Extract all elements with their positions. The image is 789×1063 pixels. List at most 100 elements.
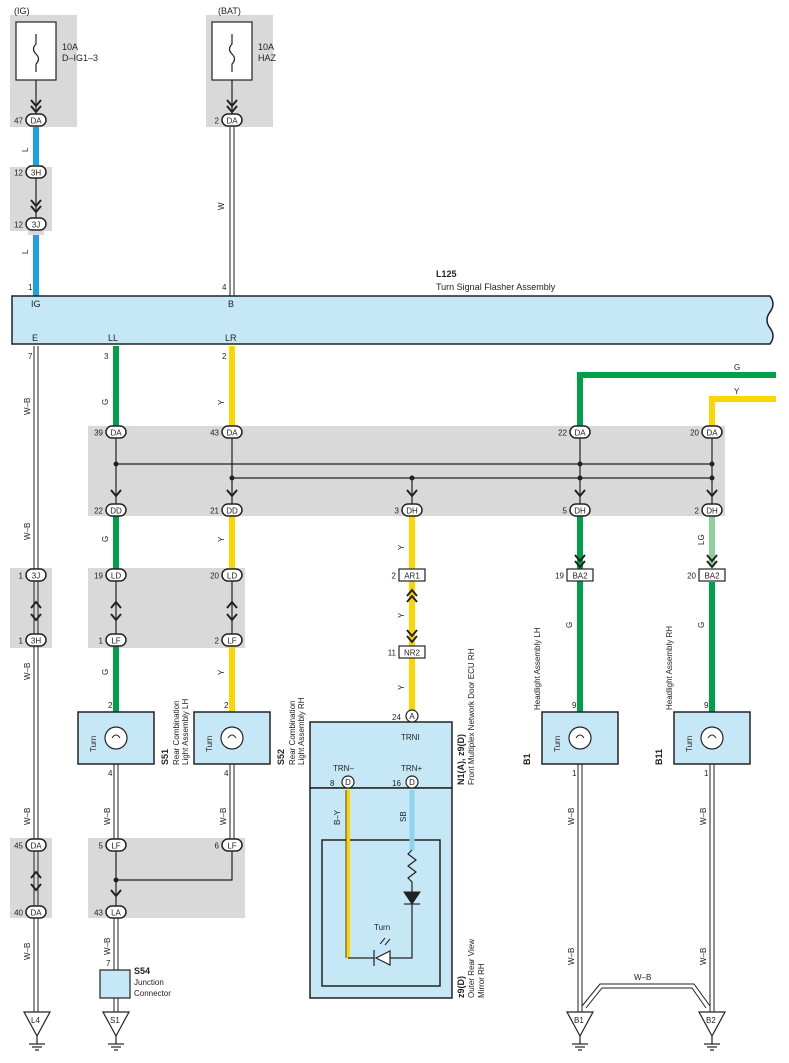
s51-line1: Rear Combination — [172, 701, 181, 765]
s51-label: Turn — [89, 736, 98, 752]
badge-3j-1: 3J1 — [19, 568, 47, 582]
s54-id: S54 — [134, 966, 150, 976]
s52-pin-bot: 4 — [224, 769, 229, 778]
badge-ba2-19-conn: BA2 — [572, 572, 588, 581]
b1-bulb-icon — [568, 726, 592, 750]
badge-dh-3-pin: 3 — [395, 507, 400, 516]
ground-l4: L4 — [22, 1011, 52, 1051]
badge-da-45-pin: 45 — [14, 842, 23, 851]
b1-id: B1 — [522, 753, 532, 765]
s54-pin: 7 — [106, 959, 111, 968]
badge-ld-19-pin: 19 — [94, 572, 103, 581]
wire-label-lg: LG — [697, 534, 706, 545]
s51-line2: Light Assembly LH — [181, 699, 190, 765]
fuse-bat-name: HAZ — [258, 53, 277, 63]
badge-lf-5-conn: LF — [111, 842, 120, 851]
wire-g-right — [577, 372, 776, 430]
n1-term-top: TRNI — [401, 733, 420, 742]
wire-label-y-right: Y — [734, 387, 740, 396]
wire-label-y-trni-3: Y — [397, 684, 406, 690]
badge-dh-5-pin: 5 — [563, 507, 568, 516]
s51-bulb-icon — [104, 726, 128, 750]
n1-pin-top: 24 — [392, 713, 401, 722]
s52-label: Turn — [205, 736, 214, 752]
b11-bulb-icon — [700, 726, 724, 750]
fuse-ig-source: (IG) — [14, 6, 30, 16]
wire-label-wb-4: W–B — [23, 808, 32, 825]
z9-label: Turn — [374, 923, 390, 932]
badge-3h-1-pin: 1 — [19, 637, 24, 646]
badge-da-22-pin: 22 — [558, 429, 567, 438]
badge-da-39-conn: DA — [110, 429, 122, 438]
flasher-term-ig: IG — [31, 299, 41, 309]
bat-end-pin: 4 — [222, 283, 227, 292]
n1-term-l: TRN– — [333, 764, 354, 773]
n1-id: N1(A), z9(D) — [456, 734, 466, 785]
s52-line1: Rear Combination — [288, 701, 297, 765]
wire-label-wb-s52: W–B — [219, 808, 228, 825]
wire-label-wb-b11-2: W–B — [699, 948, 708, 965]
s52-pin-top: 2 — [224, 701, 229, 710]
ground-b1-label: B1 — [574, 1016, 584, 1025]
n1-pin-l: 8 — [330, 779, 335, 788]
badge-da-47-conn: DA — [30, 117, 42, 126]
badge-n1-a-conn: A — [409, 712, 415, 721]
badge-da-43-conn: DA — [226, 429, 238, 438]
badge-da-43-pin: 43 — [210, 429, 219, 438]
wire-label-g-1: G — [101, 399, 110, 405]
b11-id: B11 — [654, 749, 664, 765]
wire-label-y-3: Y — [217, 669, 226, 675]
badge-n1-d-l: D — [341, 775, 355, 789]
s52-line2: Light Assembly RH — [297, 697, 306, 765]
s52-id: S52 — [276, 749, 286, 765]
badge-lf-1-pin: 1 — [99, 637, 104, 646]
badge-lf-1-conn: LF — [111, 637, 120, 646]
badge-la-43-conn: LA — [111, 909, 121, 918]
wire-label-wb-s51: W–B — [103, 808, 112, 825]
badge-da-2: DA2 — [215, 113, 243, 127]
n1-front-multiplex-ecu — [309, 721, 453, 789]
flasher-term-lr: LR — [225, 333, 237, 343]
badge-ba2-20-pin: 20 — [687, 572, 696, 581]
badge-lf-2-pin: 2 — [215, 637, 220, 646]
badge-da-2-pin: 2 — [215, 117, 220, 126]
z9-led-icon — [374, 950, 391, 966]
flasher-name: Turn Signal Flasher Assembly — [436, 282, 556, 292]
ground-b1: B1 — [565, 1011, 595, 1051]
badge-lf-5-pin: 5 — [99, 842, 104, 851]
wire-label-y-trni-1: Y — [397, 544, 406, 550]
s51-id: S51 — [160, 749, 170, 765]
wire-label-wb-2: W–B — [23, 523, 32, 540]
badge-n1-d-r: D — [405, 775, 419, 789]
badge-3h-12-pin: 12 — [14, 169, 23, 178]
badge-da-43: DA 43 — [210, 425, 243, 439]
badge-dh-3-conn: DH — [406, 507, 418, 516]
flasher-term-e: E — [32, 333, 38, 343]
ground-s1: S1 — [101, 1011, 131, 1051]
wire-label-by: B–Y — [333, 809, 342, 825]
badge-nr2-11-pin: 11 — [388, 649, 397, 658]
ground-l4-label: L4 — [31, 1016, 40, 1025]
badge-n1-a: A — [405, 709, 419, 723]
ground-b2: B2 — [697, 1011, 727, 1051]
flasher-assembly — [11, 295, 774, 345]
badge-ba2-20-conn: BA2 — [704, 572, 720, 581]
badge-lf-6: LF6 — [215, 838, 243, 852]
n1-line1: Front Multiplex Network Door ECU RH — [467, 648, 476, 785]
wire-label-ig-l1: L — [21, 147, 30, 152]
b11-line1: Headlight Assembly RH — [665, 626, 674, 710]
z9-id: z9(D) — [456, 976, 466, 998]
wire-label-wb-1: W–B — [23, 398, 32, 415]
badge-lf-6-pin: 6 — [215, 842, 220, 851]
flasher-id: L125 — [436, 269, 457, 279]
wire-label-bat-w: W — [217, 202, 226, 210]
